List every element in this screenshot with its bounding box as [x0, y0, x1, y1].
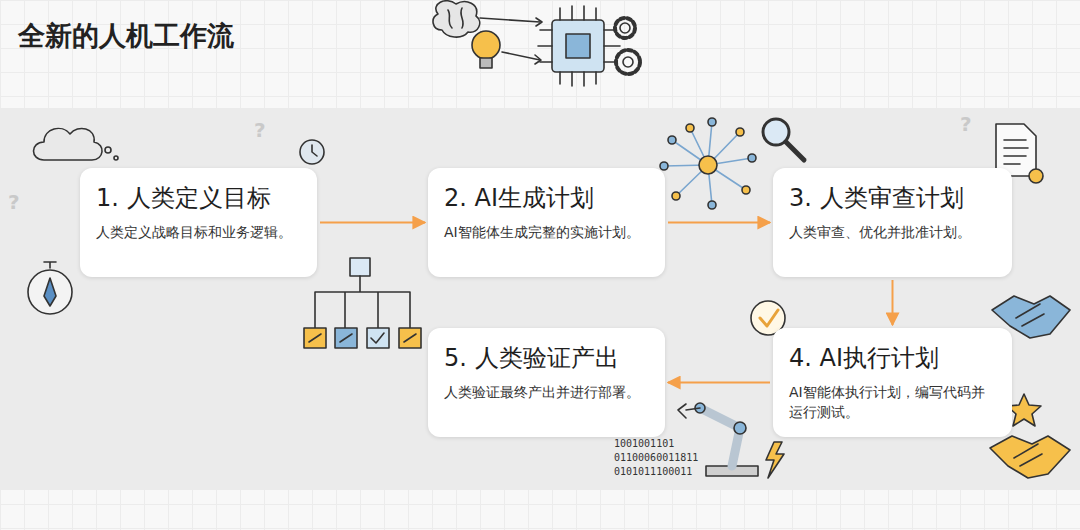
cloud-icon-part — [105, 147, 111, 153]
process-card: 1. 人类定义目标人类定义战略目标和业务逻辑。 — [80, 168, 317, 277]
lightning-icon-part — [766, 442, 784, 478]
check-icon-part — [760, 310, 778, 326]
network-icon-part — [668, 136, 676, 144]
handshake-icon-part — [990, 436, 1070, 478]
network-icon-part — [660, 162, 668, 170]
step-description: AI智能体执行计划，编写代码并运行测试。 — [789, 382, 998, 423]
step-heading: 3. 人类审查计划 — [789, 182, 998, 214]
bulb-icon-part — [472, 31, 500, 59]
cloud-icon-part — [34, 128, 103, 160]
compass-icon-part — [28, 270, 72, 314]
hierarchy-icon — [304, 258, 421, 348]
flow-arrow — [668, 382, 770, 384]
compass-icon-part — [44, 278, 56, 306]
diagram-title: 全新的人机工作流 — [18, 18, 234, 54]
clock-icon-part — [312, 145, 317, 156]
star-icon-part — [1007, 394, 1041, 426]
bulb-icon — [472, 31, 541, 68]
step-heading: 4. AI执行计划 — [789, 342, 998, 374]
chip-icon-part — [566, 34, 590, 58]
flow-arrow — [892, 280, 894, 325]
network-icon-part — [748, 154, 756, 162]
network-icon-part — [699, 156, 717, 174]
gear-icon — [615, 18, 640, 74]
chip-icon — [538, 6, 620, 86]
handshake-icon — [990, 436, 1070, 478]
brain-icon-part — [536, 18, 542, 26]
gear-icon-part — [616, 50, 640, 74]
magnifier-icon-part — [786, 142, 804, 160]
brain-icon-part — [433, 1, 480, 37]
cloud-icon-part — [114, 156, 118, 160]
document-icon-part — [1029, 169, 1043, 183]
binary-code: 1001001101 — [614, 438, 674, 449]
hierarchy-icon-part — [315, 276, 410, 328]
network-icon-part — [664, 122, 752, 205]
brain-icon-part — [448, 8, 463, 28]
compass-icon — [28, 262, 72, 314]
robot-arm-icon-part — [678, 404, 700, 418]
hierarchy-icon-part — [350, 258, 370, 276]
process-card: 4. AI执行计划 AI智能体执行计划，编写代码并运行测试。 — [773, 328, 1012, 437]
process-card: 3. 人类审查计划人类审查、优化并批准计划。 — [773, 168, 1012, 277]
bulb-icon-part — [480, 58, 492, 68]
binary-code: 01100060011811 — [614, 452, 698, 463]
step-heading: 1. 人类定义目标 — [96, 182, 303, 214]
flow-arrow — [668, 222, 770, 224]
process-card: 2. AI生成计划 AI智能体生成完整的实施计划。 — [428, 168, 665, 277]
robot-arm-icon-part — [734, 422, 746, 434]
question-mark: ? — [8, 190, 20, 214]
network-icon — [660, 118, 756, 209]
question-mark: ? — [254, 118, 266, 142]
handshake-icon-part — [1016, 304, 1044, 326]
process-card: 5. 人类验证产出人类验证最终产出并进行部署。 — [428, 328, 665, 437]
hierarchy-icon-part — [309, 333, 416, 343]
step-description: 人类验证最终产出并进行部署。 — [444, 382, 651, 402]
magnifier-icon — [763, 119, 804, 160]
clock-icon — [300, 140, 324, 164]
gear-icon-part — [615, 18, 635, 38]
gear-icon-part — [623, 57, 633, 67]
binary-code: 0101011100011 — [614, 466, 692, 477]
step-description: 人类审查、优化并批准计划。 — [789, 222, 998, 242]
chip-icon-part — [538, 6, 620, 86]
cloud-icon — [34, 128, 119, 160]
network-icon-part — [708, 201, 716, 209]
robot-arm-icon-part — [700, 408, 740, 466]
network-icon-part — [686, 124, 694, 132]
chip-icon-part — [552, 20, 604, 72]
question-mark: ? — [960, 112, 972, 136]
step-heading: 5. 人类验证产出 — [444, 342, 651, 374]
brain-icon-part — [480, 18, 540, 22]
step-heading: 2. AI生成计划 — [444, 182, 651, 214]
document-icon-part — [1004, 140, 1028, 164]
robot-arm-icon — [678, 403, 758, 476]
lightning-icon — [766, 442, 784, 478]
network-icon-part — [736, 128, 744, 136]
gear-icon-part — [620, 23, 630, 33]
network-icon-part — [742, 186, 750, 194]
bulb-icon-part — [502, 52, 540, 60]
flow-arrow — [320, 222, 425, 224]
star-icon — [1007, 394, 1041, 426]
network-icon-part — [708, 118, 716, 126]
handshake-icon-part — [1014, 444, 1042, 466]
step-description: 人类定义战略目标和业务逻辑。 — [96, 222, 303, 242]
network-icon-part — [672, 192, 680, 200]
clock-icon-part — [300, 140, 324, 164]
step-description: AI智能体生成完整的实施计划。 — [444, 222, 651, 242]
compass-icon-part — [44, 262, 56, 268]
